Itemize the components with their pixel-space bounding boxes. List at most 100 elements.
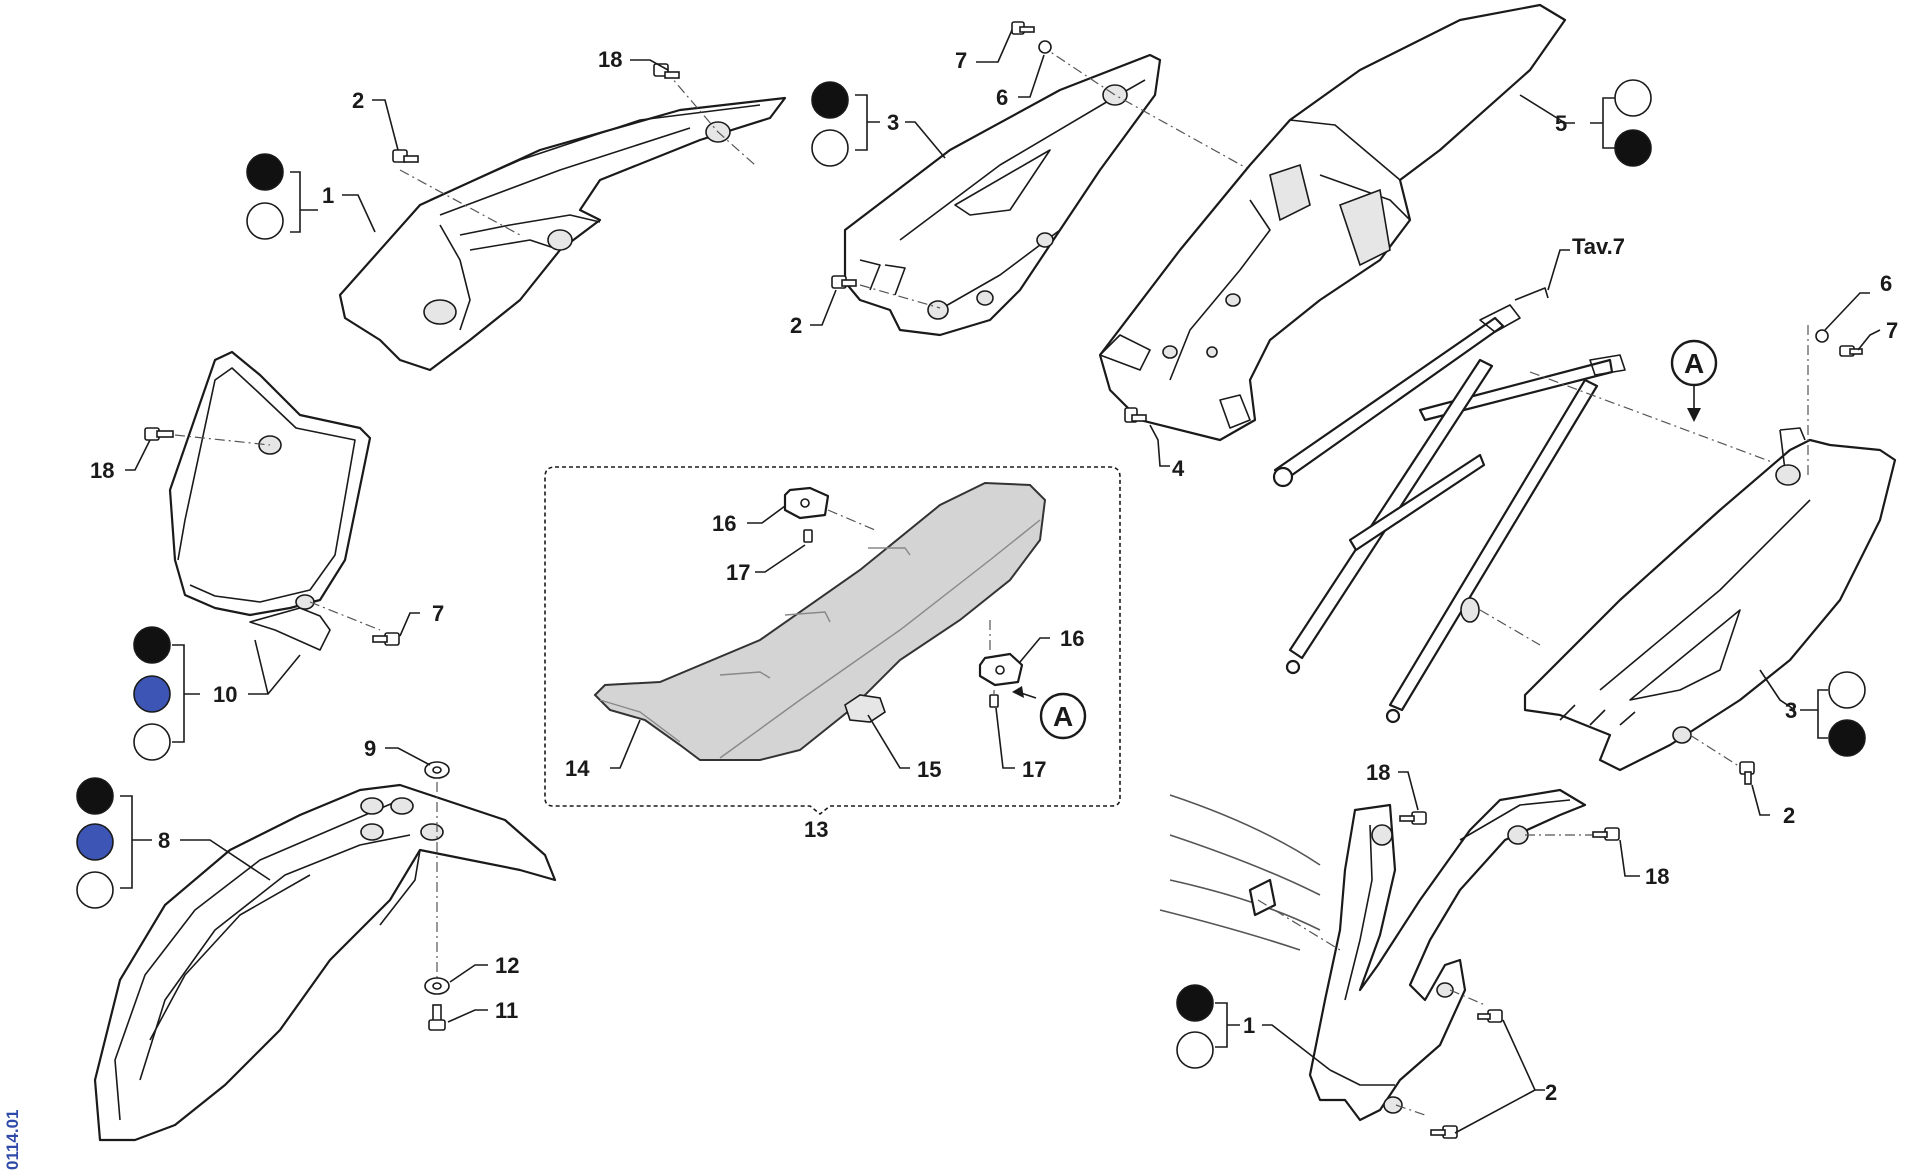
bolt-7-c: [372, 632, 400, 646]
view-reference-label: A: [1053, 701, 1073, 732]
view-reference-label: A: [1684, 348, 1704, 379]
callout-7: 7: [955, 48, 967, 73]
callout-18: 18: [90, 458, 114, 483]
bolt-18-d: [1592, 827, 1620, 841]
assembly-line: [859, 44, 1251, 309]
leader-12: [449, 964, 488, 983]
table-reference: Tav.7: [1572, 234, 1625, 259]
assembly-line: [1689, 325, 1809, 771]
leader-5: [1519, 94, 1615, 149]
color-swatch-black: [246, 153, 284, 191]
leader-8: [120, 795, 271, 889]
callout-10: 10: [213, 682, 237, 707]
leader-18: [125, 439, 151, 471]
color-swatch-white: [1176, 1031, 1214, 1069]
leader-16: [747, 505, 786, 524]
bolt-2-c: [1739, 761, 1755, 785]
airbox-cover-part-1: [1308, 788, 1587, 1122]
leader-18: [1619, 839, 1640, 877]
side-panel-part-3: [843, 53, 1162, 337]
leader-17: [995, 707, 1015, 769]
leader-6: [1824, 292, 1870, 331]
rear-subframe: [1272, 287, 1626, 724]
callout-2: 2: [352, 88, 364, 113]
view-reference-circle: [1039, 692, 1087, 740]
leader-2: [1454, 1019, 1545, 1134]
callout-1: 1: [1243, 1013, 1255, 1038]
side-panel-part-3-right: [1523, 427, 1897, 772]
left-side-panel-part-1: [338, 96, 787, 372]
callout-1: 1: [322, 183, 334, 208]
bolt-7-b: [1839, 345, 1863, 357]
assembly-line: [174, 434, 381, 631]
color-swatch-blue: [76, 823, 114, 861]
callout-13: 13: [804, 817, 828, 842]
bolt-18-b: [144, 427, 174, 441]
bolt-2-b: [831, 275, 857, 289]
arrow-head: [1687, 408, 1701, 422]
assembly-line: [399, 69, 756, 236]
bolt-7-a: [1011, 21, 1035, 35]
leader-11: [447, 1009, 488, 1023]
callout-18: 18: [598, 47, 622, 72]
bolt-18-a: [653, 63, 680, 79]
bolt-11: [428, 1004, 446, 1031]
color-swatch-black: [1614, 129, 1652, 167]
callout-12: 12: [495, 953, 519, 978]
callout-7: 7: [432, 601, 444, 626]
callout-7: 7: [1886, 318, 1898, 343]
leader-1: [290, 171, 376, 233]
leader-3: [1759, 669, 1828, 739]
seat-part-14: [593, 481, 1047, 761]
bolt-2-e: [1430, 1125, 1458, 1139]
leader-17: [755, 544, 806, 573]
leader-tav7: [1547, 249, 1570, 291]
leader-7: [976, 29, 1013, 63]
arrow-head: [1012, 686, 1024, 698]
assembly-line: [1257, 834, 1595, 1116]
callout-16: 16: [712, 511, 736, 536]
leader-16: [1019, 637, 1050, 663]
callout-17: 17: [1022, 757, 1046, 782]
seat-bracket-16-b: [978, 652, 1024, 708]
color-swatch-black: [133, 626, 171, 664]
leader-7: [1857, 329, 1881, 351]
front-fender-part-8: [93, 783, 557, 1142]
callout-17: 17: [726, 560, 750, 585]
leader-4: [1149, 424, 1170, 467]
callout-11: 11: [495, 998, 518, 1023]
drawing-id: 0114.01: [3, 1109, 22, 1170]
color-swatch-black: [76, 777, 114, 815]
color-swatch-black: [811, 81, 849, 119]
leader-15: [867, 714, 910, 769]
callout-16: 16: [1060, 626, 1084, 651]
callout-4: 4: [1172, 456, 1185, 481]
front-number-plate: [168, 350, 372, 651]
color-swatch-white: [133, 723, 171, 761]
leader-10: [172, 639, 301, 743]
leader-2: [372, 99, 399, 151]
leader-6: [1018, 54, 1045, 98]
callout-6: 6: [1880, 271, 1892, 296]
leader-3: [855, 94, 946, 159]
bolt-4: [1124, 407, 1147, 423]
color-swatch-white: [1828, 671, 1866, 709]
washer-9: [424, 761, 450, 779]
washer-6-b: [1815, 329, 1829, 343]
callout-3: 3: [1785, 698, 1797, 723]
leader-14: [610, 719, 641, 769]
color-swatch-white: [811, 129, 849, 167]
bolt-2-a: [392, 149, 419, 163]
color-swatch-white: [1614, 79, 1652, 117]
seat-patch-part-15: [844, 694, 886, 723]
view-reference-circle: [1670, 339, 1718, 387]
color-swatch-white: [76, 871, 114, 909]
frame-context-lines: [1159, 794, 1321, 951]
callout-18: 18: [1366, 760, 1390, 785]
assembly-line: [1479, 371, 1781, 646]
color-swatch-black: [1176, 984, 1214, 1022]
color-swatch-black: [1828, 719, 1866, 757]
color-swatch-white: [246, 202, 284, 240]
callout-15: 15: [917, 757, 941, 782]
assembly-line: [827, 509, 995, 695]
